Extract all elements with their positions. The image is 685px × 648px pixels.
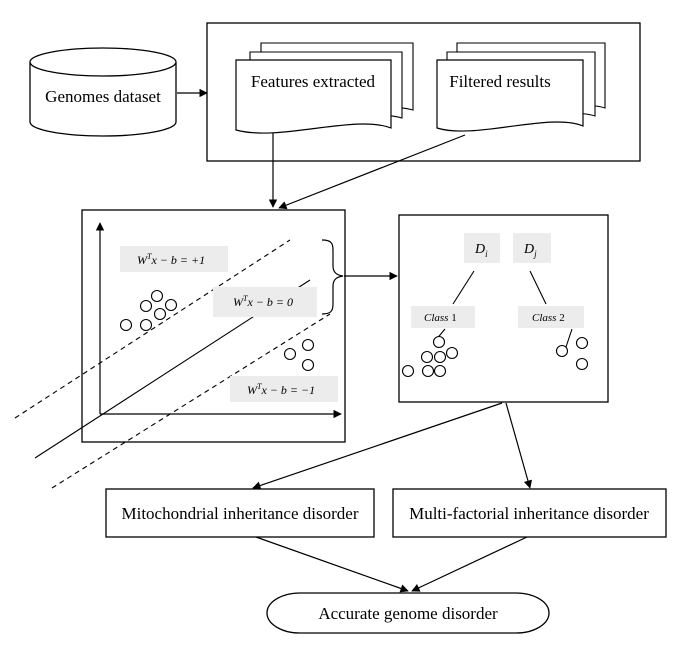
edge-class2-leaf <box>565 328 573 348</box>
edge-root-class2 <box>529 270 547 305</box>
eq-plus-label: WTx − b = +1 <box>137 252 205 267</box>
mito-disorder-label: Mitochondrial inheritance disorder <box>122 504 359 523</box>
class2-point <box>575 357 589 371</box>
class1-point <box>420 350 434 364</box>
class1-point <box>421 364 435 378</box>
svm-margin-minus-line <box>51 313 331 489</box>
svm-point <box>283 347 297 361</box>
filtered-results-doc-stack: Filtered results <box>436 42 606 132</box>
class1-chip <box>411 306 475 328</box>
accurate-genome-disorder-label: Accurate genome disorder <box>318 604 498 623</box>
classification-tree: Di Dj Class 1 Class 2 <box>398 214 609 403</box>
genomes-dataset-cylinder: Genomes dataset <box>29 47 177 137</box>
root-left-chip <box>464 233 500 263</box>
svm-point <box>139 299 153 313</box>
edge-root-class1 <box>452 270 475 305</box>
genomes-dataset-label: Genomes dataset <box>45 87 161 106</box>
class1-point <box>433 364 447 378</box>
class2-point <box>575 336 589 350</box>
eq-minus-chip <box>230 376 338 402</box>
accurate-genome-disorder-node: Accurate genome disorder <box>266 592 550 634</box>
class1-points <box>401 335 459 378</box>
arrow-multi-to-accurate <box>411 536 528 592</box>
arrow-tree-to-mito <box>252 402 503 490</box>
features-extracted-doc-stack: Features extracted <box>235 42 414 134</box>
margin-brace <box>321 239 344 315</box>
mito-disorder-box: Mitochondrial inheritance disorder <box>105 488 375 538</box>
multi-disorder-box: Multi-factorial inheritance disorder <box>392 488 667 538</box>
eq-plus-chip <box>120 246 228 272</box>
svm-upper-cluster <box>119 289 178 332</box>
svm-point <box>150 289 164 303</box>
class1-point <box>432 335 446 349</box>
features-extracted-label: Features extracted <box>251 72 376 91</box>
class1-point <box>433 350 447 364</box>
class1-label: Class 1 <box>424 312 457 324</box>
class2-label: Class 2 <box>532 312 565 324</box>
root-right-label: Dj <box>523 242 537 259</box>
arrow-filtered-to-svm <box>278 134 466 210</box>
arrow-tree-to-multi <box>505 402 532 489</box>
eq-zero-chip <box>213 287 317 317</box>
svm-plot: WTx − b = +1 WTx − b = 0 WTx − b = −1 <box>14 209 346 489</box>
class1-point <box>445 346 459 360</box>
root-left-label: Di <box>474 242 488 259</box>
root-right-chip <box>513 233 551 263</box>
eq-zero-label: WTx − b = 0 <box>233 294 293 309</box>
class2-point <box>555 344 569 358</box>
eq-minus-label: WTx − b = −1 <box>247 382 315 397</box>
svm-point <box>164 298 178 312</box>
svm-lower-cluster <box>283 338 315 372</box>
class2-chip <box>518 306 584 328</box>
svm-point <box>119 318 133 332</box>
svm-point <box>301 338 315 352</box>
multi-disorder-label: Multi-factorial inheritance disorder <box>409 504 649 523</box>
arrow-mito-to-accurate <box>255 536 409 593</box>
svm-point <box>153 307 167 321</box>
svm-margin-plus-line <box>14 239 291 419</box>
class1-point <box>401 364 415 378</box>
filtered-results-label: Filtered results <box>449 72 551 91</box>
class2-points <box>555 336 589 371</box>
svm-point <box>139 318 153 332</box>
svm-point <box>301 358 315 372</box>
